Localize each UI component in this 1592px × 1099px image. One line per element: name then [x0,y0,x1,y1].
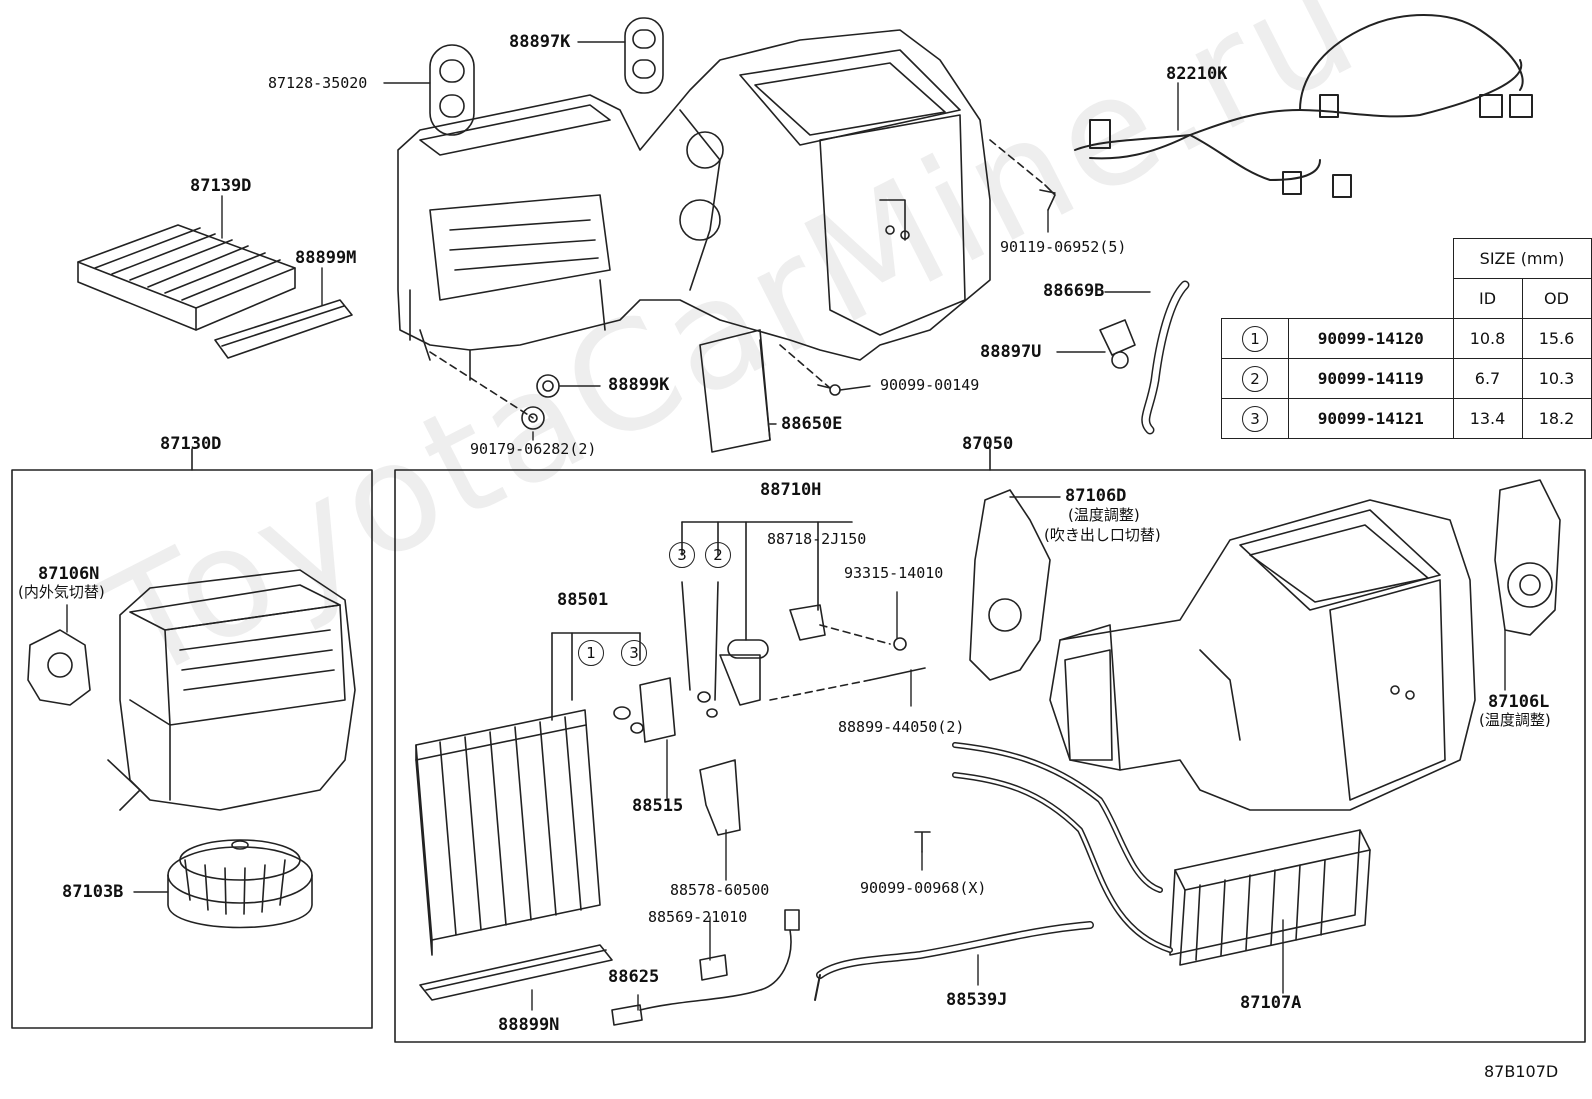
blower-fan-87103b [167,839,313,929]
ring-marker-2: 2 [705,542,731,568]
box-87130d [11,469,373,1029]
harness-82210k [1074,14,1533,198]
label-90179-06282: 90179-06282(2) [470,440,597,458]
pipes-88710h [719,604,926,706]
label-88718-2j150: 88718-2J150 [767,530,867,548]
size-table-part: 90099-14119 [1288,358,1454,399]
size-table-part: 90099-14121 [1288,398,1454,439]
hvac-unit-top-drawing [397,29,991,381]
size-table-mark: 3 [1242,405,1268,432]
label-90099-00968: 90099-00968(X) [860,879,987,897]
label-93315-14010: 93315-14010 [844,564,944,582]
label-88650e: 88650E [781,414,843,434]
label-87106n-note: (内外気切替) [18,583,105,601]
size-table-title: SIZE (mm) [1452,238,1592,279]
label-87050: 87050 [962,434,1014,454]
size-table-row: 1 90099-14120 10.8 15.6 [1221,318,1592,359]
size-table-row: 3 90099-14121 13.4 18.2 [1221,398,1592,439]
label-88897u: 88897U [980,342,1042,362]
servo-87106n [27,629,91,706]
hose-88669b [1141,280,1190,435]
size-table-col-od: OD [1521,278,1592,319]
bracket-88899m [214,299,353,359]
ring-marker-3b: 3 [621,640,647,666]
label-87139d: 87139D [190,176,252,196]
size-table-od: 18.2 [1521,398,1592,439]
valve-88897u [1099,319,1136,369]
label-88897k: 88897K [509,32,571,52]
size-table-part: 90099-14120 [1288,318,1454,359]
drain-hose-88539j [814,921,1094,1001]
ring-marker-1: 1 [578,640,604,666]
label-87106d: 87106D [1065,486,1127,506]
label-88710h: 88710H [760,480,822,500]
pipe-callout-lines [551,521,853,721]
label-88578-60500: 88578-60500 [670,881,770,899]
small-parts-top [521,184,1056,453]
label-82210k: 82210K [1166,64,1228,84]
size-table-id: 13.4 [1452,398,1523,439]
label-87106l: 87106L [1488,692,1550,712]
size-table-col-id: ID [1452,278,1523,319]
label-88899n: 88899N [498,1015,560,1035]
label-87128-35020: 87128-35020 [268,74,368,92]
label-88515: 88515 [632,796,684,816]
grommets-top [429,17,664,136]
guide-lines-top [429,139,1046,419]
size-table-mark: 1 [1242,325,1268,352]
label-87106d-note1: (温度調整) [1068,506,1140,524]
label-87103b: 87103B [62,882,124,902]
clip-88578 [699,759,741,836]
label-87106d-note2: (吹き出し口切替) [1044,526,1161,544]
label-88625: 88625 [608,967,660,987]
size-table-od: 10.3 [1521,358,1592,399]
leader-lines [66,41,1506,1011]
size-table-row: 2 90099-14119 6.7 10.3 [1221,358,1592,399]
screw-90099-00968 [914,831,931,853]
box-87050 [394,469,1586,1043]
size-table-mark: 2 [1242,365,1268,392]
label-88899m: 88899M [295,248,357,268]
label-88669b: 88669B [1043,281,1105,301]
ring-marker-3a: 3 [669,542,695,568]
label-88569-21010: 88569-21010 [648,908,748,926]
hvac-unit-lower [1049,499,1476,811]
size-table-id: 10.8 [1452,318,1523,359]
expansion-valve-88515 [639,677,676,743]
heater-core-87107a [952,742,1371,966]
size-table-id: 6.7 [1452,358,1523,399]
label-88899k: 88899K [608,375,670,395]
label-87107a: 87107A [1240,993,1302,1013]
label-88899-44050: 88899-44050(2) [838,718,965,736]
evaporator-88501 [415,709,601,956]
label-88539j: 88539J [946,990,1008,1010]
size-table-od: 15.6 [1521,318,1592,359]
servo-87106d [969,489,1051,681]
label-88501: 88501 [557,590,609,610]
blower-housing-87130d [107,569,356,811]
guide-lines-mid [769,624,891,701]
label-87106l-note: (温度調整) [1479,711,1551,729]
label-90119-06952: 90119-06952(5) [1000,238,1127,256]
servo-87106l [1494,479,1561,636]
bracket-88899n [419,944,613,1001]
label-87106n: 87106N [38,564,100,584]
sensor-88625 [611,909,800,1026]
label-87130d: 87130D [160,434,222,454]
rings-mid [613,691,718,734]
label-90099-00149: 90099-00149 [880,376,980,394]
diagram-code: 87B107D [1484,1062,1559,1081]
o-ring-size-table: SIZE (mm) ID OD 1 90099-14120 10.8 15.6 … [1221,238,1592,439]
filter-87139d [77,224,296,331]
